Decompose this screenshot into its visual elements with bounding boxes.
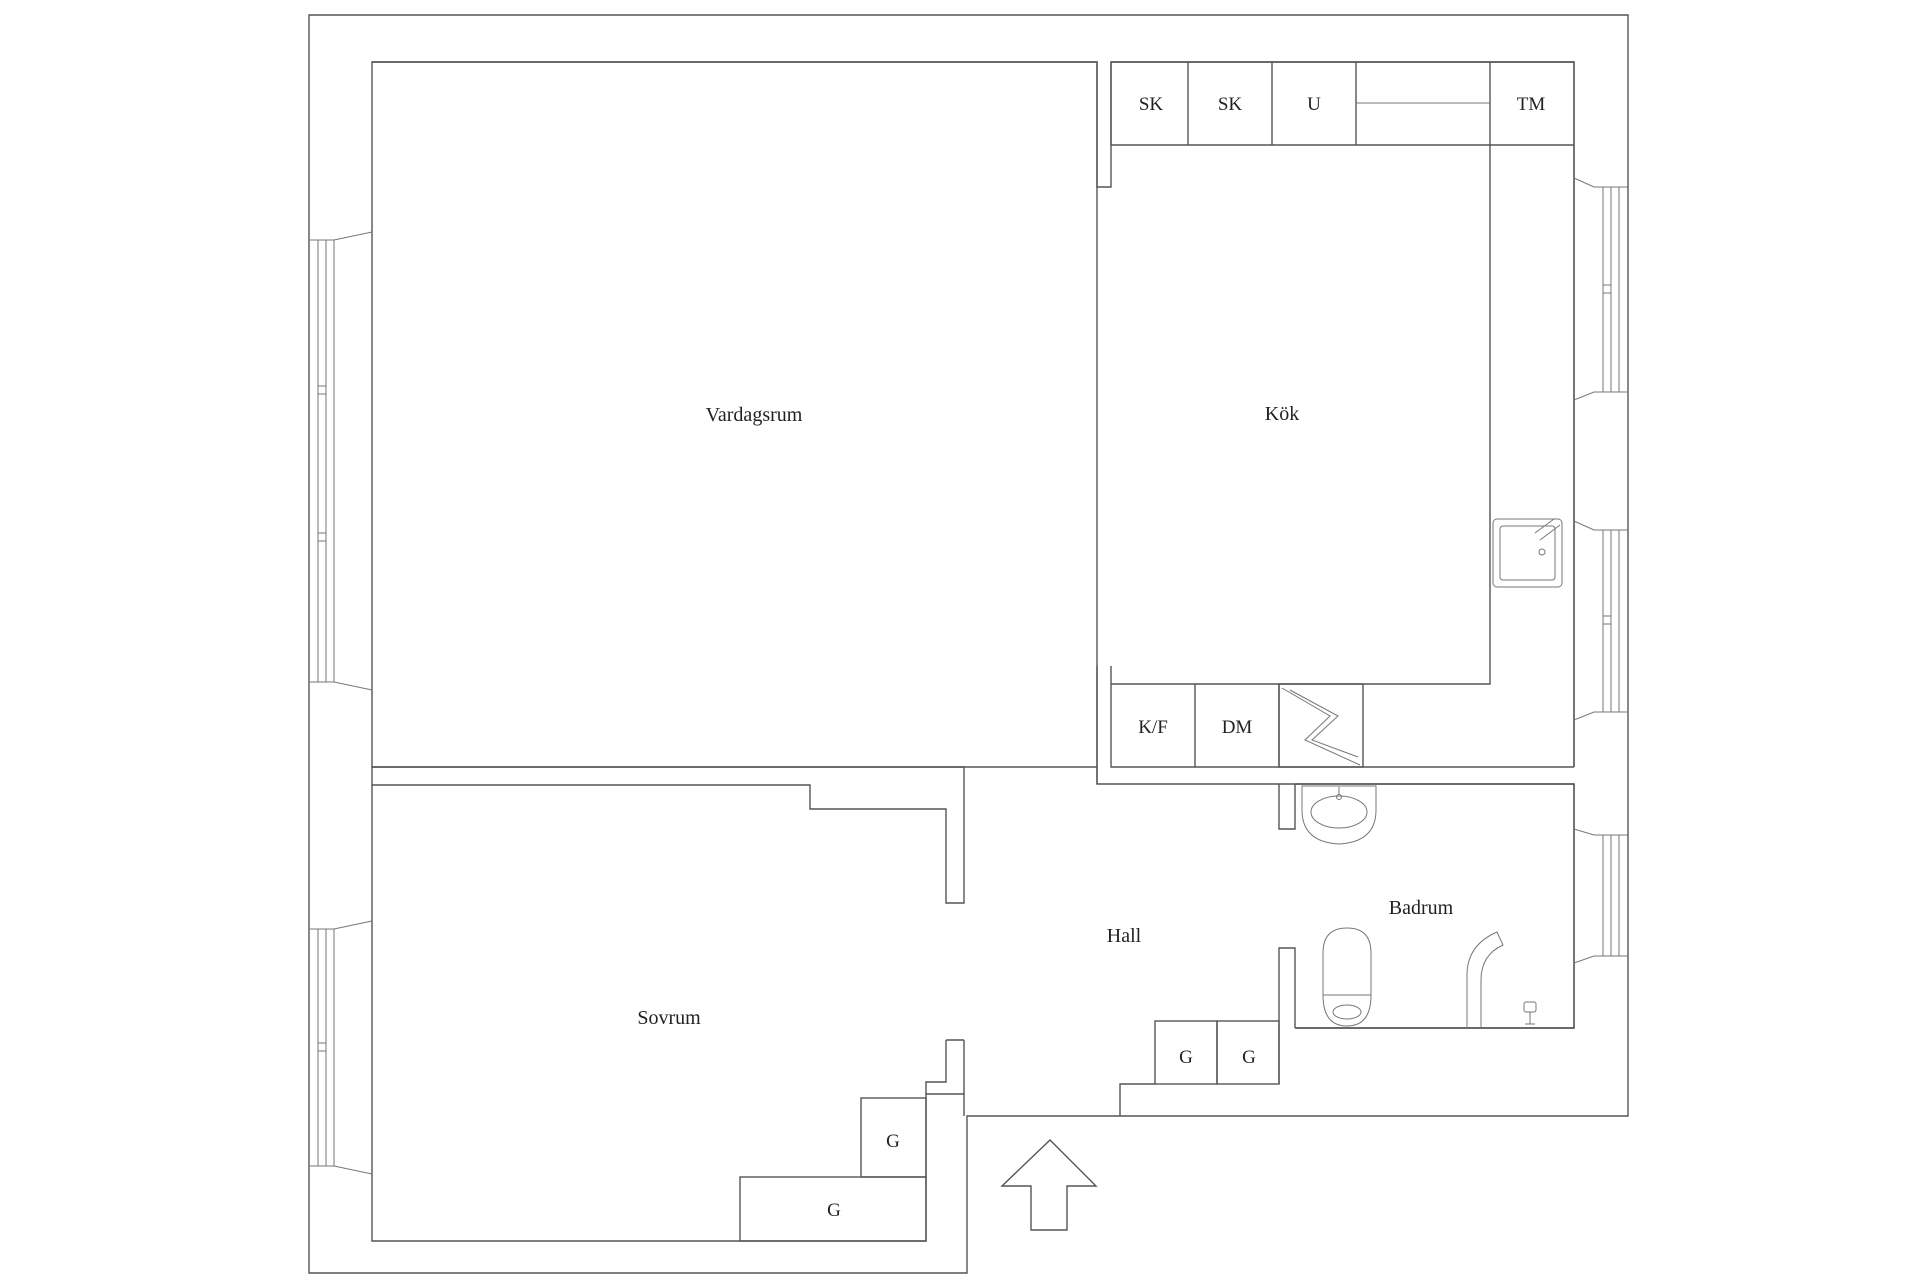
fixture-label-dishwasher: DM <box>1222 717 1253 738</box>
hall-wardrobes <box>1154 1020 1280 1085</box>
fixture-label-cabinet: SK <box>1218 94 1243 115</box>
bedroom-wardrobes <box>739 1097 927 1242</box>
washbasin-icon <box>1301 785 1377 845</box>
fixture-label-wardrobe: G <box>1179 1047 1193 1068</box>
hall <box>1096 767 1155 1116</box>
fixture-label-microwave: TM <box>1517 94 1546 115</box>
fixture-label-fridge-freezer: K/F <box>1138 717 1168 738</box>
window-icon <box>309 177 1628 1175</box>
fixture-label-wardrobe: G <box>827 1200 841 1221</box>
room-label-bathroom: Badrum <box>1389 897 1454 919</box>
fixture-label-cabinet: SK <box>1139 94 1164 115</box>
kitchen-cabinets <box>1187 62 1491 768</box>
kitchen-sink-icon <box>1492 518 1563 588</box>
kitchen <box>1096 61 1575 785</box>
bedroom <box>371 766 965 1242</box>
room-label-living-room: Vardagsrum <box>706 404 803 426</box>
fixture-label-wardrobe: G <box>886 1131 900 1152</box>
room-label-bedroom: Sovrum <box>637 1007 701 1029</box>
room-label-hall: Hall <box>1107 925 1142 947</box>
shower-icon <box>1466 931 1537 1028</box>
fixture-label-wardrobe: G <box>1242 1047 1256 1068</box>
fixture-label-oven: U <box>1307 94 1321 115</box>
toilet-icon <box>1322 927 1372 1027</box>
hob-icon <box>1281 687 1361 766</box>
room-label-kitchen: Kök <box>1265 403 1299 425</box>
exterior-wall <box>308 14 1629 1274</box>
bathroom <box>1278 783 1575 1084</box>
entrance-arrow-icon <box>1000 1139 1098 1231</box>
